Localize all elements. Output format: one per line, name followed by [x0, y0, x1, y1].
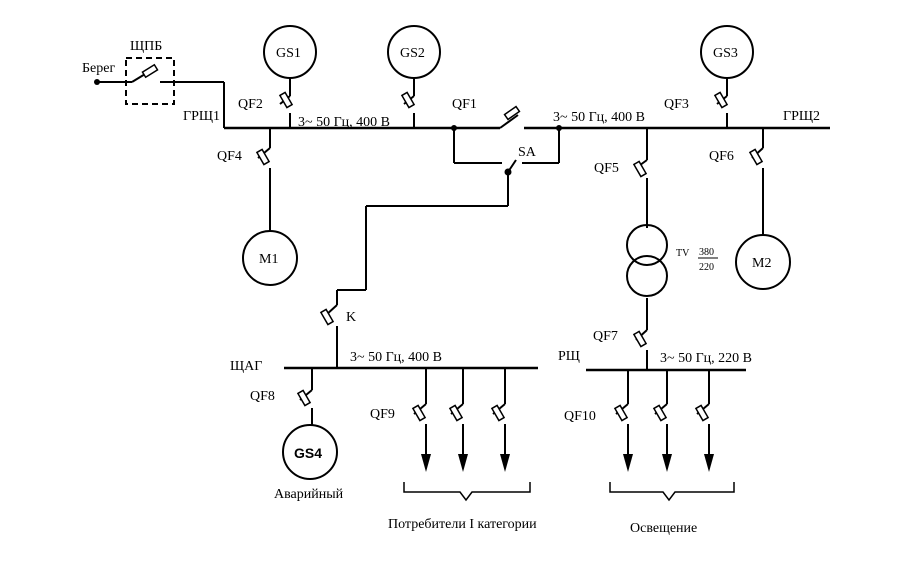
m2-branch	[748, 128, 764, 235]
lighting-board-label: РЩ	[558, 349, 580, 364]
gs3-label: GS3	[713, 46, 738, 61]
transformer-secondary-winding	[626, 255, 668, 297]
qf5-label: QF5	[594, 161, 619, 176]
motor-m2	[735, 234, 791, 290]
lighting-brace	[609, 482, 735, 502]
qf8-label: QF8	[250, 389, 275, 404]
lighting-feeders	[613, 370, 714, 472]
qf9-label: QF9	[370, 407, 395, 422]
shore-label: Берег	[82, 61, 115, 76]
sa-label: SA	[518, 145, 537, 160]
gs2-label: GS2	[400, 46, 425, 61]
transformer-branch	[632, 128, 648, 330]
consumers-brace	[403, 482, 531, 502]
m2-label: M2	[752, 256, 771, 271]
shore-connection	[94, 57, 225, 128]
shore-panel-box	[125, 57, 175, 105]
transformer-primary-winding	[626, 224, 668, 266]
qf2-label: QF2	[238, 97, 263, 112]
msb1-label: ГРЩ1	[183, 109, 220, 124]
qf6-label: QF6	[709, 149, 734, 164]
emergency-caption: Аварийный	[274, 487, 344, 502]
gs4-branch	[296, 368, 313, 427]
generator-gs4	[282, 424, 338, 480]
lighting-caption: Освещение	[630, 521, 697, 536]
gs3-branch	[713, 78, 729, 128]
generator-gs3	[700, 25, 754, 79]
qf1-label: QF1	[452, 97, 477, 112]
gs2-branch	[400, 78, 416, 128]
consumers-caption: Потребители I категории	[388, 517, 537, 532]
emergency-bus-spec: 3~ 50 Гц, 400 В	[350, 350, 442, 365]
k-label: K	[346, 310, 356, 325]
qf7-branch	[632, 329, 648, 370]
motor-m1	[242, 230, 298, 286]
gs1-branch	[278, 78, 294, 128]
qf3-label: QF3	[664, 97, 689, 112]
m1-branch	[255, 128, 271, 233]
lighting-bus-spec: 3~ 50 Гц, 220 В	[660, 351, 752, 366]
emergency-board-label: ЩАГ	[230, 359, 262, 374]
k-breaker	[319, 304, 338, 368]
category-1-feeders	[411, 368, 510, 472]
bus1-spec: 3~ 50 Гц, 400 В	[298, 115, 390, 130]
tv-label: TV	[676, 248, 690, 259]
qf10-label: QF10	[564, 409, 596, 424]
bus2-spec: 3~ 50 Гц, 400 В	[553, 110, 645, 125]
generator-gs2	[387, 25, 441, 79]
generator-gs1	[263, 25, 317, 79]
shore-panel-label: ЩПБ	[130, 39, 162, 54]
msb2-label: ГРЩ2	[783, 109, 820, 124]
changeover-sa	[336, 125, 562, 305]
tv-ratio-secondary: 220	[699, 262, 714, 273]
qf7-label: QF7	[593, 329, 618, 344]
gs1-label: GS1	[276, 46, 301, 61]
gs4-label: GS4	[294, 445, 322, 461]
tv-ratio-primary: 380	[699, 247, 714, 258]
m1-label: M1	[259, 252, 278, 267]
qf4-label: QF4	[217, 149, 242, 164]
